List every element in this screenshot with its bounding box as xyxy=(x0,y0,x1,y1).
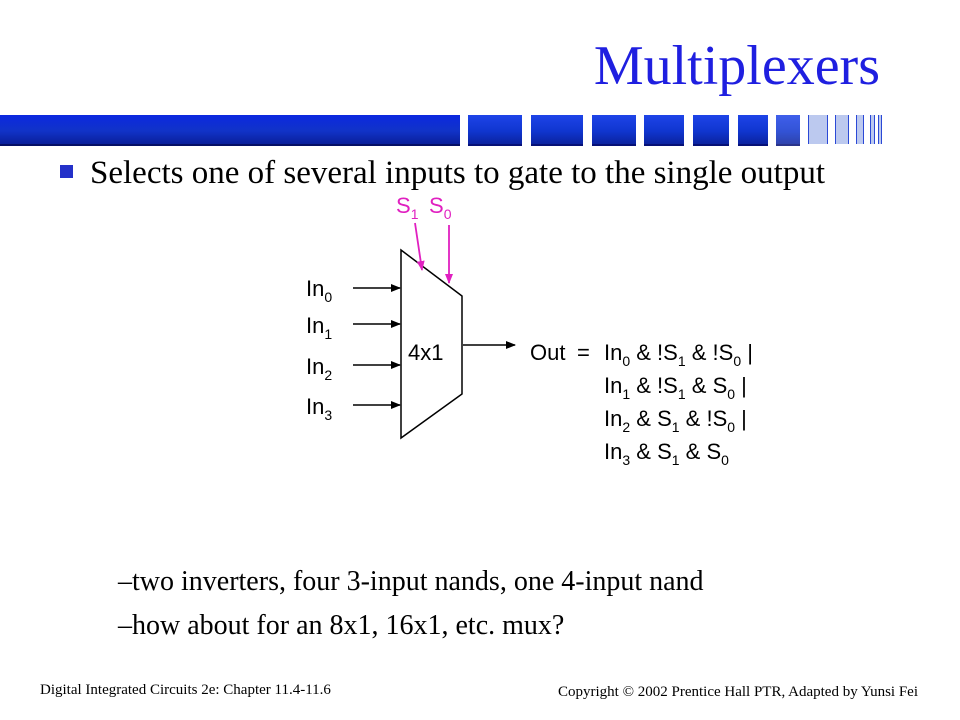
header-bar-block xyxy=(738,115,768,146)
header-bar-block xyxy=(592,115,636,146)
select-label-s1: S1 xyxy=(396,193,419,222)
output-term-2: In2 & S1 & !S0 | xyxy=(604,406,747,435)
header-bar-strip xyxy=(835,115,849,144)
header-bar-block xyxy=(776,115,800,146)
sub-bullet-0: –two inverters, four 3-input nands, one … xyxy=(118,565,704,599)
input-label-0: In0 xyxy=(306,276,332,305)
mux-trapezoid xyxy=(400,248,463,440)
footer-left: Digital Integrated Circuits 2e: Chapter … xyxy=(40,682,331,698)
header-bar-strip xyxy=(856,115,864,144)
header-bar-strip xyxy=(808,115,828,144)
main-bullet-text: Selects one of several inputs to gate to… xyxy=(90,155,826,191)
input-label-2: In2 xyxy=(306,354,332,383)
sub-bullet-1: –how about for an 8x1, 16x1, etc. mux? xyxy=(118,609,564,643)
header-bar-block xyxy=(644,115,684,146)
slide-title: Multiplexers xyxy=(593,35,880,97)
output-equals: = xyxy=(577,340,590,365)
input-label-1: In1 xyxy=(306,313,332,342)
header-bar-strip xyxy=(870,115,875,144)
footer-copyright-label: Copyright xyxy=(557,684,619,700)
header-bar-block xyxy=(693,115,729,146)
sub-bullet-text: how about for an 8x1, 16x1, etc. mux? xyxy=(132,610,565,641)
sub-bullet-dash: – xyxy=(118,610,132,641)
sub-bullet-dash: – xyxy=(118,566,132,597)
select-label-s0: S0 xyxy=(429,193,452,222)
header-bar-block xyxy=(531,115,583,146)
copyright-icon: © xyxy=(622,684,634,700)
header-bar-strip xyxy=(878,115,882,144)
input-label-3: In3 xyxy=(306,394,332,423)
footer-right: Copyright © 2002 Prentice Hall PTR, Adap… xyxy=(558,684,918,701)
bullet-square-icon xyxy=(60,165,73,178)
output-term-3: In3 & S1 & S0 xyxy=(604,439,729,468)
select-arrow-s1 xyxy=(414,222,425,271)
header-bar-block xyxy=(468,115,522,146)
output-term-1: In1 & !S1 & S0 | xyxy=(604,373,747,402)
output-term-0: In0 & !S1 & !S0 | xyxy=(604,340,753,369)
output-lhs: Out xyxy=(530,340,565,365)
header-bar xyxy=(0,115,460,146)
footer-copyright-text: 2002 Prentice Hall PTR, Adapted by Yunsi… xyxy=(637,684,918,700)
sub-bullet-text: two inverters, four 3-input nands, one 4… xyxy=(132,566,704,597)
mux-label: 4x1 xyxy=(408,340,443,365)
